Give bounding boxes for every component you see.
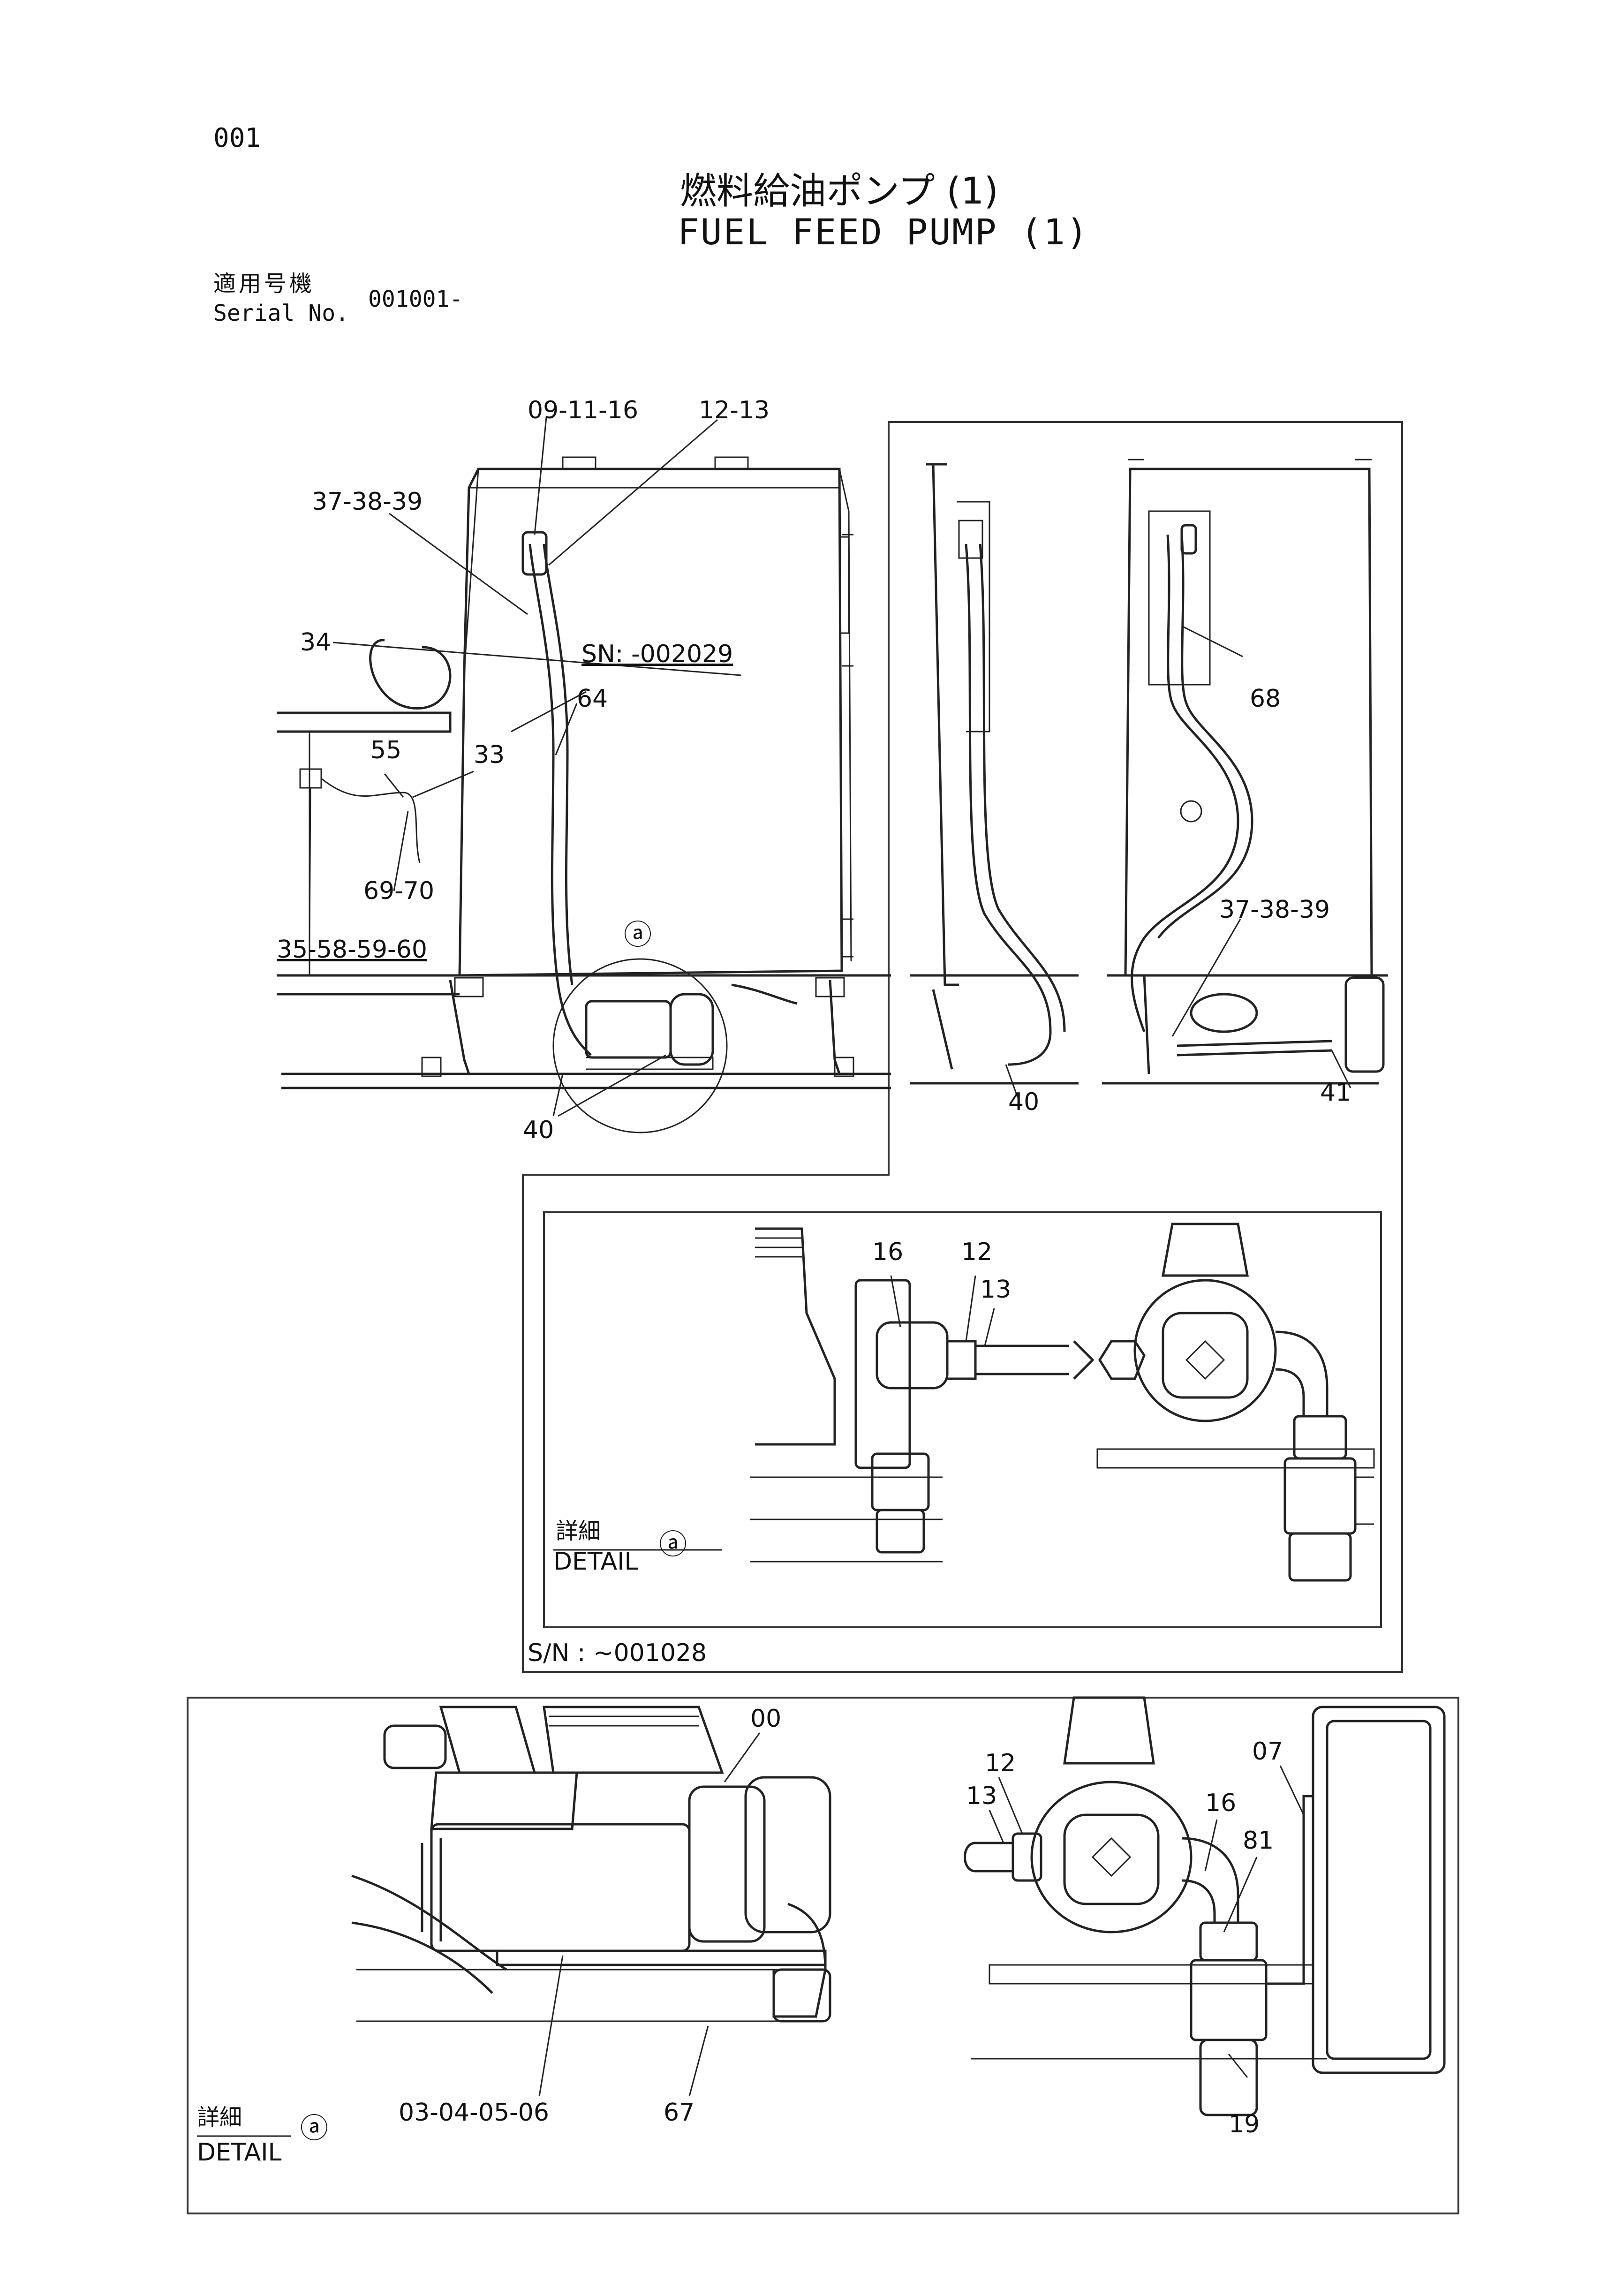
callout-81: 81 xyxy=(1243,1827,1274,1855)
detail-marker-new: ⓐ xyxy=(300,2112,328,2145)
page-number: 001 xyxy=(213,123,261,153)
callout-37-38-39-side: 37-38-39 xyxy=(1219,896,1330,924)
callout-09-11-16: 09-11-16 xyxy=(528,396,639,424)
callout-67: 67 xyxy=(664,2099,695,2127)
callout-37-38-39: 37-38-39 xyxy=(312,488,423,516)
callout-68: 68 xyxy=(1250,685,1281,713)
side-views-drawing xyxy=(910,459,1388,1098)
callout-03-04-05-06: 03-04-05-06 xyxy=(399,2099,549,2127)
side-views-frame xyxy=(522,421,1403,1673)
callout-12-old: 12 xyxy=(961,1238,993,1266)
callout-12-13: 12-13 xyxy=(699,396,770,424)
detail-new-frame xyxy=(187,1697,1459,2214)
detail-marker-main: ⓐ xyxy=(624,919,652,952)
callout-16-old: 16 xyxy=(872,1238,904,1266)
detail-marker-old: ⓐ xyxy=(659,1528,687,1561)
callout-19: 19 xyxy=(1229,2110,1260,2138)
serial-label: Serial No. xyxy=(213,300,349,326)
callout-33: 33 xyxy=(474,741,505,769)
detail-label-en-new: DETAIL xyxy=(197,2138,282,2167)
detail-new-drawing xyxy=(197,1696,1446,2137)
detail-label-jp-old: 詳細 xyxy=(556,1518,601,1544)
title-english: FUEL FEED PUMP (1) xyxy=(678,211,1089,253)
callout-13-new: 13 xyxy=(966,1782,997,1810)
sn-note-001028: S/N : ~001028 xyxy=(528,1639,707,1667)
callout-55: 55 xyxy=(370,736,402,764)
callout-69-70: 69-70 xyxy=(363,877,435,905)
detail-old-drawing xyxy=(553,1223,1375,1582)
callout-64: 64 xyxy=(577,685,608,713)
main-tank-drawing xyxy=(277,417,891,1133)
callout-07: 07 xyxy=(1252,1737,1283,1766)
callout-40-main: 40 xyxy=(523,1116,554,1144)
callout-00: 00 xyxy=(750,1705,782,1733)
sn-note-002029: SN: -002029 xyxy=(581,640,733,668)
detail-label-en-old: DETAIL xyxy=(553,1548,638,1576)
title-japanese: 燃料給油ポンプ (1) xyxy=(680,170,998,212)
detail-label-jp-new: 詳細 xyxy=(197,2104,242,2130)
callout-13-old: 13 xyxy=(980,1276,1012,1304)
serial-value: 001001- xyxy=(368,286,463,312)
frames xyxy=(187,421,1459,2214)
detail-old-inner-frame xyxy=(543,1211,1382,1628)
callout-16-new: 16 xyxy=(1205,1789,1237,1817)
callout-41: 41 xyxy=(1320,1079,1351,1107)
callout-35-58-59-60: 35-58-59-60 xyxy=(277,936,427,964)
callout-34: 34 xyxy=(300,628,332,657)
applicable-model-label: 適用号機 xyxy=(213,271,315,297)
callout-40-side: 40 xyxy=(1008,1088,1040,1116)
callout-12-new: 12 xyxy=(985,1749,1016,1777)
